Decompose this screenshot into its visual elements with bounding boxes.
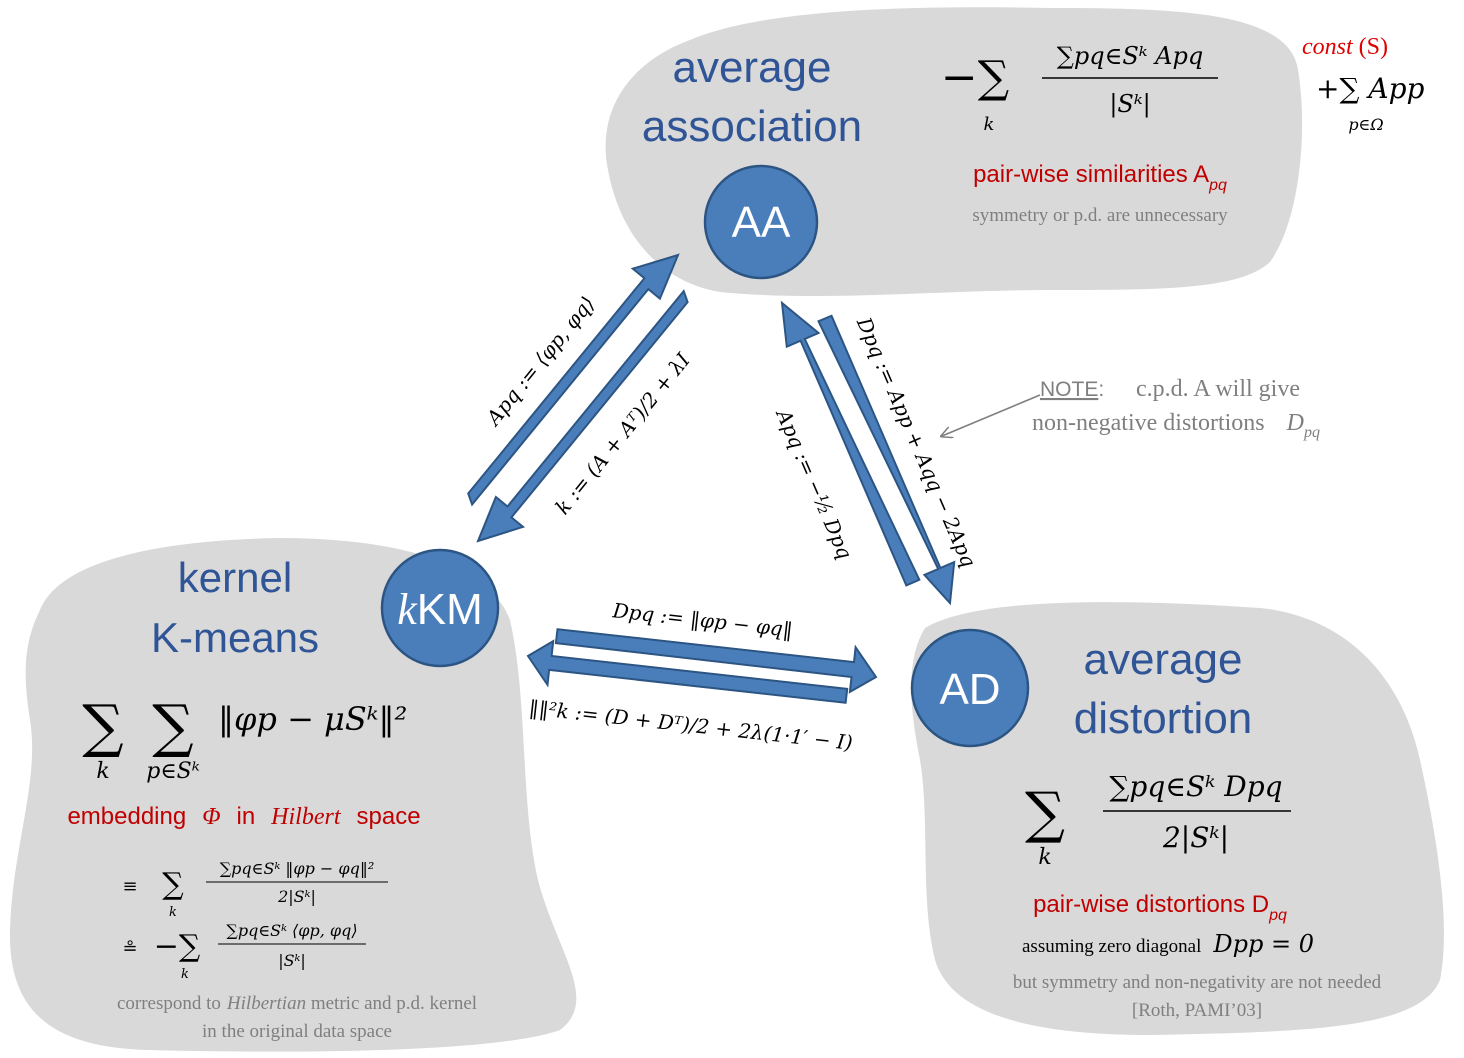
kkm-badge-label: kKM [397,585,483,634]
kkm-eq2-numerator: ∑pq∈Sᵏ ⟨φp, φq⟩ [226,921,357,940]
label-kkm-ad-bottom: ‖‖²k := (D + Dᵀ)/2 + 2λ(1·1′ − I) [528,695,854,756]
kkm-eq1-sum: ∑ [162,867,184,902]
const-formula: +∑ App [1316,72,1424,105]
ad-note-line2: [Roth, PAMI’03] [1132,1000,1262,1021]
arrow-kkm-ad [526,628,878,704]
aa-formula-denominator: |Sᵏ| [1109,90,1150,119]
arrow-aa-ad [780,300,956,606]
ad-badge: AD [910,628,1030,748]
arrow-to-kkm-bottom [526,639,849,704]
kkm-eq1-index: k [169,905,177,920]
ad-formula-numerator: ∑pq∈Sᵏ Dpq [1109,770,1282,803]
const-label: const(S) [1302,34,1388,60]
kkm-note-line2: in the original data space [202,1021,392,1042]
ad-badge-label: AD [939,665,1000,714]
note-label: NOTE: [1040,378,1104,401]
ad-caption: pair-wise distortions Dpq [1033,891,1287,924]
aa-formula-numerator: ∑pq∈Sᵏ Apq [1057,42,1204,70]
label-aa-ad-right: Dpq := App + Aqq − 2Apq [851,313,981,571]
arrow-to-kkm [476,289,689,543]
arrow-to-aa [467,253,680,507]
kkm-eq1-symbol: ≡ [122,876,137,897]
aa-title-line1: average [672,43,831,92]
aa-badge: AA [703,164,819,280]
kkm-eq2-symbol: ≗ [122,938,137,959]
label-kkm-ad-top: Dpq := ‖φp − φq‖ [610,598,794,643]
arrow-aa-kkm [467,253,689,543]
aa-formula-index: k [984,114,995,135]
aa-badge-label: AA [732,198,791,247]
arrow-to-ad [817,314,956,606]
aa-caption: pair-wise similarities Apq [973,161,1227,194]
aa-note: symmetry or p.d. are unnecessary [972,205,1228,226]
const-formula-index: p∈Ω [1348,115,1383,134]
aa-formula-sum: −∑ [941,52,1009,103]
kkm-formula-sum1: ∑ [82,692,123,760]
kkm-eq1-numerator: ∑pq∈Sᵏ ‖φp − φq‖² [220,859,375,878]
kkm-formula-index2: p∈Sᵏ [146,759,199,784]
aa-title-line2: association [642,102,862,151]
ad-formula-index: k [1038,845,1051,870]
ad-formula-sum: ∑ [1025,781,1065,846]
ad-note-line1: but symmetry and non-negativity are not … [1013,972,1382,993]
kkm-eq2-denominator: |Sᵏ| [278,951,306,970]
kkm-eq2-sum: −∑ [154,929,201,964]
kkm-eq1-denominator: 2|Sᵏ| [277,887,316,906]
arrow-to-aa-right [780,300,921,587]
kkm-formula-sum2: ∑ [152,692,193,760]
ad-formula-denominator: 2|Sᵏ| [1162,821,1229,854]
kkm-title-line2: K-means [151,614,319,661]
kkm-formula-index1: k [96,759,109,784]
kkm-badge: kKM [380,548,500,668]
note-line1: c.p.d. A will give [1136,376,1300,402]
ad-title-line2: distortion [1074,694,1253,743]
kkm-eq2-index: k [181,967,189,982]
kkm-formula-body: ‖φp − μSᵏ‖² [218,700,407,738]
kkm-title-line1: kernel [178,554,292,601]
ad-blob [911,602,1444,1035]
arrow-to-ad-bottom [554,628,878,694]
ad-title-line1: average [1083,635,1242,684]
note-pointer-arrow [942,394,1041,436]
